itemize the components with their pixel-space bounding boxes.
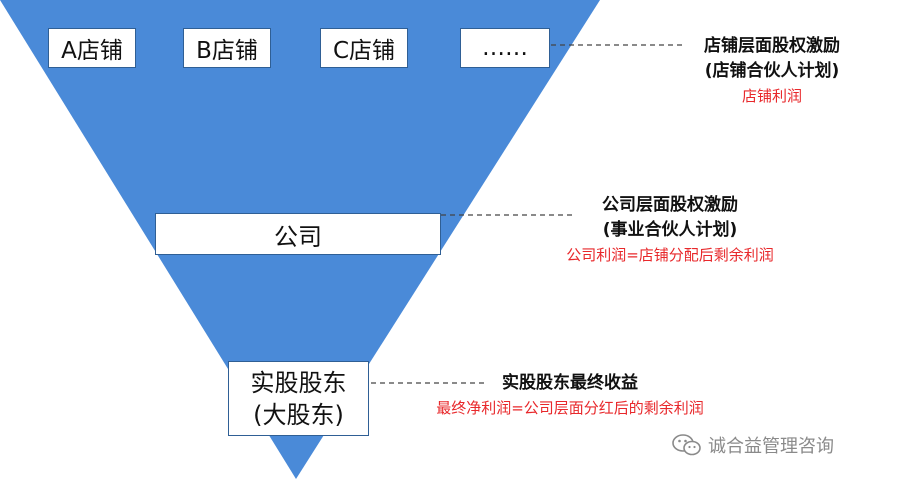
shareholder-box: 实股股东 (大股东) <box>228 361 369 436</box>
watermark-text: 诚合益管理咨询 <box>708 436 834 457</box>
company-box: 公司 <box>155 213 441 255</box>
shareholder-level-title: 实股股东最终收益 <box>502 373 638 393</box>
company-level-subtitle: (事业合伙人计划) <box>602 220 738 240</box>
company-level-label: 公司层面股权激励 (事业合伙人计划) 公司利润=店铺分配后剩余利润 <box>510 193 830 268</box>
shareholder-line1: 实股股东 <box>250 368 347 397</box>
store-level-label: 店铺层面股权激励 (店铺合伙人计划) 店铺利润 <box>672 34 872 109</box>
company-level-title: 公司层面股权激励 <box>602 195 738 215</box>
wechat-icon <box>672 434 701 456</box>
shareholder-level-label: 实股股东最终收益 最终净利润=公司层面分红后的剩余利润 <box>400 371 740 421</box>
store-a-box: A店铺 <box>48 28 136 68</box>
store-b-box: B店铺 <box>183 28 271 68</box>
shareholder-line2: (大股东) <box>253 400 344 429</box>
store-more-box: …… <box>460 28 550 68</box>
store-c-box: C店铺 <box>320 28 408 68</box>
store-level-title: 店铺层面股权激励 <box>704 36 840 56</box>
company-level-note: 公司利润=店铺分配后剩余利润 <box>566 246 774 264</box>
store-level-subtitle: (店铺合伙人计划) <box>704 61 840 81</box>
shareholder-level-note: 最终净利润=公司层面分红后的剩余利润 <box>436 399 704 417</box>
watermark: 诚合益管理咨询 <box>672 432 834 458</box>
store-level-note: 店铺利润 <box>741 87 802 105</box>
